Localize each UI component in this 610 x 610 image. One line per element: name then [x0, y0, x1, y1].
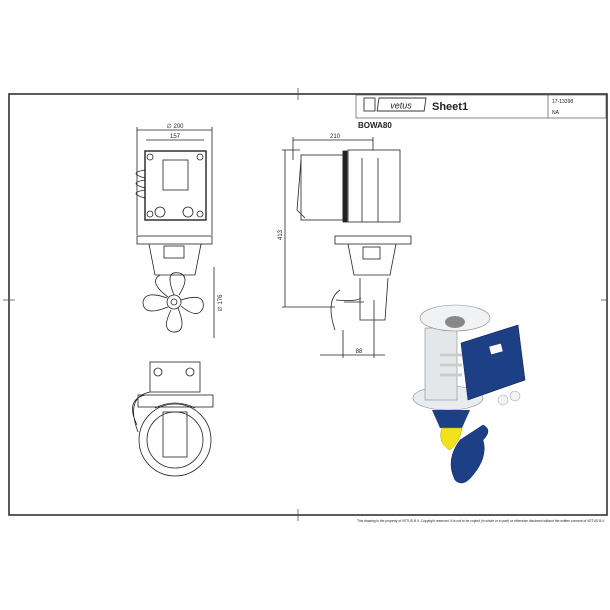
front-propeller: [142, 272, 204, 333]
dim-prop-offset: 88: [356, 349, 363, 355]
dim-inner-width: 157: [170, 134, 181, 140]
revision: NA: [552, 110, 560, 116]
title-block: vetus Sheet1 17-13398 NA BOWA80: [355, 94, 607, 130]
center-marks: [3, 88, 607, 521]
dim-side-height: 413: [278, 229, 284, 240]
dim-propeller-diameter: ∅ 176: [217, 294, 224, 312]
vetus-logo-icon: [363, 97, 376, 112]
side-view: [282, 137, 412, 358]
front-view: [135, 127, 215, 338]
dim-outer-diameter: ∅ 200: [167, 123, 185, 130]
dim-side-width: 210: [330, 134, 341, 140]
model-name: BOWA80: [358, 121, 392, 130]
sheet-name: Sheet1: [432, 101, 468, 113]
render-propeller: [450, 424, 489, 484]
drawing-frame: [8, 93, 608, 516]
drawing-number: 17-13398: [552, 99, 573, 105]
logo-text: vetus: [390, 101, 412, 111]
control-box: [460, 324, 526, 401]
bottom-view: [132, 361, 214, 477]
copyright-footer: This drawing is the property of VETUS B.…: [357, 519, 605, 523]
isometric-render: [412, 304, 526, 484]
